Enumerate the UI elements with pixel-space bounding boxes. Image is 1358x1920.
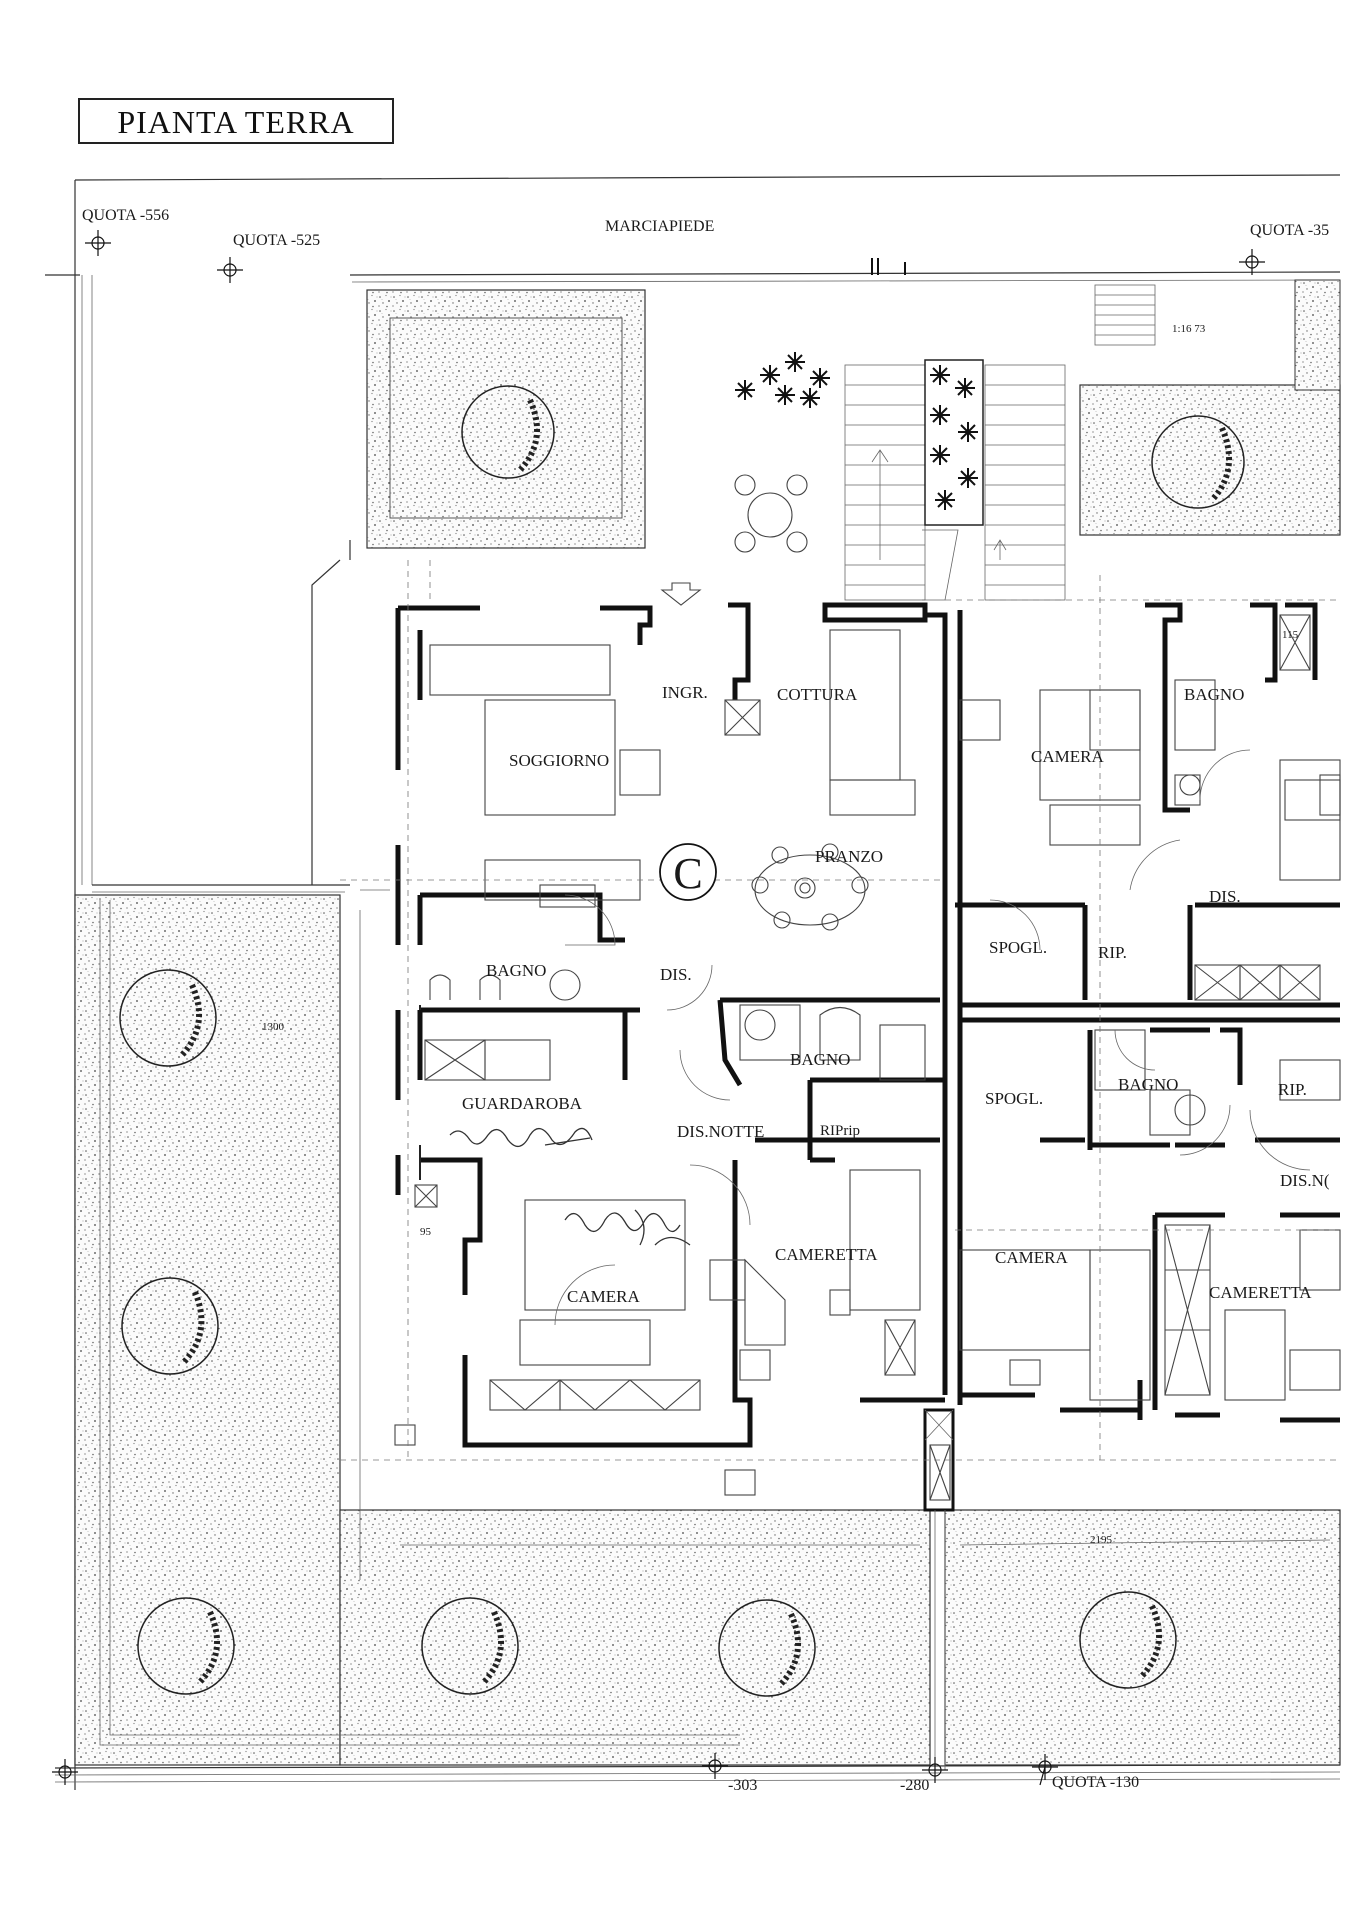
outdoor-table (734, 474, 808, 553)
level-markers (52, 230, 1265, 1786)
tree-icon (121, 1277, 219, 1375)
shrub-icon (735, 380, 755, 400)
shrub-icon (760, 365, 780, 385)
room-bagno-1-label: BAGNO (486, 961, 546, 980)
fence-marks (871, 258, 906, 275)
garden-areas (74, 279, 1341, 1766)
tree-icon (421, 1597, 519, 1695)
furniture-left (429, 629, 926, 1496)
dim-2195-label: 2195 (1090, 1534, 1113, 1546)
quota-130-label: QUOTA -130 (1052, 1774, 1139, 1791)
shrub-icon (785, 352, 805, 372)
construction-lines (340, 560, 1340, 1580)
furniture-right (959, 679, 1341, 1401)
stair-ratio-label: 1:16 73 (1172, 323, 1206, 335)
handwritten-scribble (449, 1127, 691, 1246)
entrance-arrow-icon (660, 582, 702, 606)
room-rip-rip-label: RIPrip (820, 1123, 860, 1139)
level-marker-icon (702, 1753, 728, 1779)
room-dis-1-label: DIS. (660, 965, 692, 984)
tree-icon (119, 969, 217, 1067)
street-label: MARCIAPIEDE (605, 218, 714, 235)
labels: QUOTA -556 QUOTA -525 MARCIAPIEDE QUOTA … (82, 207, 1330, 1794)
level-marker-icon (85, 230, 111, 256)
dim-95-label: 95 (420, 1226, 432, 1238)
room-camera-2-right-label: CAMERA (995, 1248, 1068, 1267)
unit-badge: C (659, 843, 717, 901)
door-swings (554, 749, 1311, 1326)
quota-303-label: -303 (728, 1777, 757, 1794)
shrub-icon (958, 422, 978, 442)
stair-planter (924, 359, 984, 526)
room-soggiorno-label: SOGGIORNO (509, 751, 609, 770)
shrub-icon (800, 388, 820, 408)
room-bagno-2-right-label: BAGNO (1118, 1075, 1178, 1094)
shrub-icon (955, 378, 975, 398)
trees (119, 385, 1245, 1697)
room-cottura-label: COTTURA (777, 685, 858, 704)
room-bagno-2-label: BAGNO (790, 1050, 850, 1069)
room-camera-top-right-label: CAMERA (1031, 747, 1104, 766)
shrub-icon (935, 490, 955, 510)
room-camera-1-label: CAMERA (567, 1287, 640, 1306)
room-dis-right-label: DIS. (1209, 887, 1241, 906)
room-dis-notte-right-label: DIS.N( (1280, 1171, 1330, 1190)
room-dis-notte-label: DIS.NOTTE (677, 1122, 764, 1141)
level-marker-icon (217, 257, 243, 283)
site-boundary (45, 174, 1341, 1790)
tree-icon (718, 1599, 816, 1697)
room-rip-2-label: RIP. (1278, 1080, 1307, 1099)
plan-title-box: PIANTA TERRA (78, 98, 394, 144)
room-guardaroba-label: GUARDAROBA (462, 1094, 583, 1113)
level-marker-icon (922, 1757, 948, 1783)
tree-icon (1079, 1591, 1177, 1689)
room-spogl-1-label: SPOGL. (989, 938, 1047, 957)
shrub-icon (810, 368, 830, 388)
walls-unit-c (395, 602, 948, 1448)
dim-1300-label: 1300 (262, 1021, 285, 1033)
dim-115-label: 115 (1282, 629, 1299, 641)
tree-icon (461, 385, 555, 479)
tree-icon (137, 1597, 235, 1695)
room-cameretta-1-label: CAMERETTA (775, 1245, 878, 1264)
level-marker-icon (1239, 249, 1265, 275)
storage-units (394, 614, 1321, 1501)
shrub-icon (775, 385, 795, 405)
shrubs (735, 352, 978, 510)
room-ingr-label: INGR. (662, 683, 708, 702)
shrub-icon (930, 405, 950, 425)
plan-title: PIANTA TERRA (117, 104, 355, 140)
shrub-icon (930, 365, 950, 385)
shrub-icon (930, 445, 950, 465)
quota-280-label: -280 (900, 1777, 929, 1794)
room-spogl-2-label: SPOGL. (985, 1089, 1043, 1108)
unit-letter: C (673, 849, 702, 898)
quota-35-label: QUOTA -35 (1250, 222, 1329, 239)
room-bagno-top-right-label: BAGNO (1184, 685, 1244, 704)
level-marker-icon (52, 1759, 78, 1785)
quota-525-label: QUOTA -525 (233, 232, 320, 249)
room-cameretta-right-label: CAMERETTA (1209, 1283, 1312, 1302)
room-pranzo-label: PRANZO (815, 847, 883, 866)
shrub-icon (958, 468, 978, 488)
tree-icon (1151, 415, 1245, 509)
room-rip-1-label: RIP. (1098, 943, 1127, 962)
quota-556-label: QUOTA -556 (82, 207, 169, 224)
